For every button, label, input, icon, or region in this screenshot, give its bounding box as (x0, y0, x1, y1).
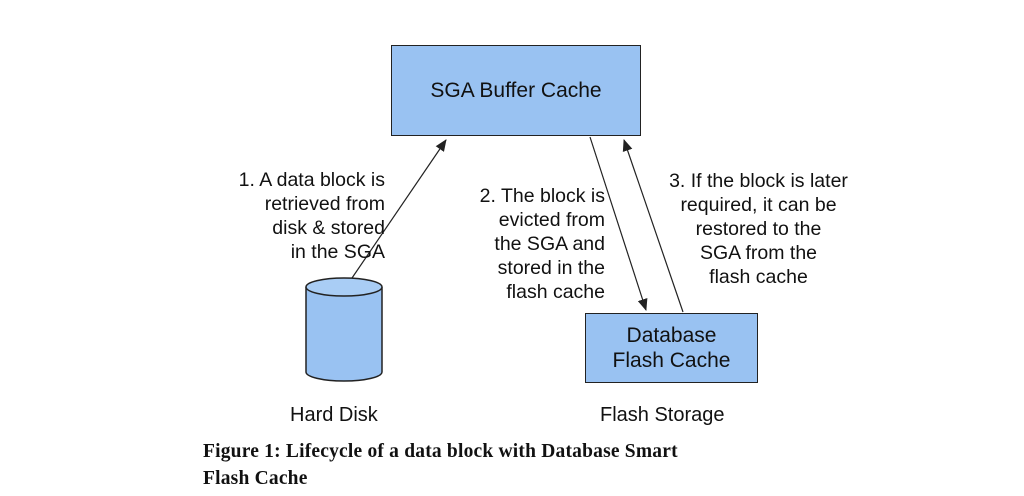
database-flash-cache-label-line1: Database (626, 324, 717, 347)
step-2-line: the SGA and (494, 233, 605, 255)
arrow-flash-to-sga (622, 139, 684, 313)
step-3-line: SGA from the (699, 242, 818, 264)
step-2-note: 2. The block is evicted from the SGA and… (440, 184, 605, 304)
hard-disk-label: Hard Disk (290, 404, 378, 426)
step-2-line: evicted from (498, 209, 605, 231)
database-flash-cache-label-line2: Flash Cache (612, 349, 731, 372)
step-1-line: disk & stored (272, 217, 385, 239)
step-2-line: stored in the (497, 257, 605, 279)
step-2-line: flash cache (506, 281, 605, 303)
step-2-line: 2. The block is (479, 185, 605, 207)
step-3-line: required, it can be (680, 194, 837, 216)
flash-storage-label: Flash Storage (600, 404, 725, 426)
database-flash-cache-box: Database Flash Cache (585, 313, 758, 383)
figure-caption: Figure 1: Lifecycle of a data block with… (203, 438, 843, 492)
figure-caption-line1: Figure 1: Lifecycle of a data block with… (203, 441, 678, 462)
arrow-disk-to-sga (351, 139, 447, 279)
step-1-line: retrieved from (264, 193, 385, 215)
step-3-line: flash cache (709, 266, 808, 288)
sga-buffer-cache-box: SGA Buffer Cache (391, 45, 641, 136)
hard-disk-cylinder-icon (305, 277, 383, 382)
step-1-line: 1. A data block is (238, 169, 385, 191)
step-3-line: restored to the (695, 218, 822, 240)
step-1-note: 1. A data block is retrieved from disk &… (205, 168, 385, 264)
step-3-line: 3. If the block is later (669, 170, 848, 192)
step-3-note: 3. If the block is later required, it ca… (646, 169, 871, 289)
arrow-sga-to-flash (589, 136, 648, 311)
figure-caption-line2: Flash Cache (203, 468, 308, 489)
sga-buffer-cache-label: SGA Buffer Cache (430, 78, 602, 102)
step-1-line: in the SGA (290, 241, 385, 263)
